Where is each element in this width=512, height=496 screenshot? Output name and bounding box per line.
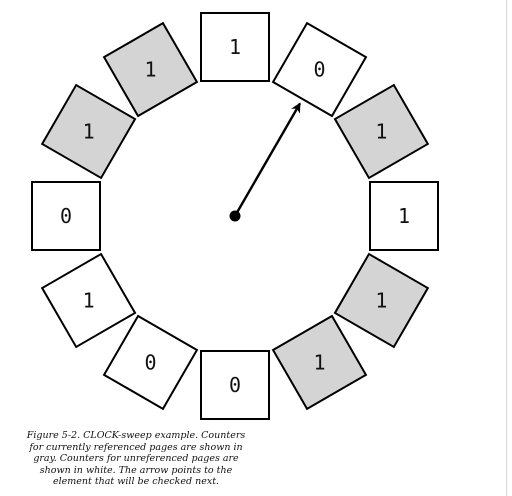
clock-element-0: 1: [200, 12, 270, 82]
unreferenced-page-box: [200, 350, 270, 420]
usage-counter-label: 1: [398, 204, 410, 228]
unreferenced-page-box: [102, 314, 199, 411]
unreferenced-page-box: [40, 252, 137, 349]
clock-hand-arrow: [233, 102, 302, 217]
clock-element-9: 0: [31, 181, 101, 251]
referenced-page-box: [271, 314, 368, 411]
clock-element-3: 1: [369, 181, 439, 251]
clock-element-4: 1: [333, 252, 430, 349]
usage-counter-label: 1: [375, 120, 387, 144]
clock-elements: 1 0 1 1 1 1 0 0 1 0 1 1: [31, 12, 439, 420]
figure-caption: Figure 5-2. CLOCK-sweep example. Counter…: [26, 430, 246, 487]
unreferenced-page-box: [31, 181, 101, 251]
clock-element-1: 0: [271, 21, 368, 118]
unreferenced-page-box: [271, 21, 368, 118]
clock-element-8: 1: [40, 252, 137, 349]
usage-counter-label: 1: [229, 35, 241, 59]
page-edge-divider: [506, 0, 507, 496]
clock-element-10: 1: [40, 83, 137, 180]
clock-element-5: 1: [271, 314, 368, 411]
usage-counter-label: 0: [313, 58, 325, 82]
usage-counter-label: 1: [144, 58, 156, 82]
usage-counter-label: 1: [83, 289, 95, 313]
clock-element-7: 0: [102, 314, 199, 411]
usage-counter-label: 1: [83, 120, 95, 144]
usage-counter-label: 1: [313, 350, 325, 374]
clock-sweep-diagram: 1 0 1 1 1 1 0 0 1 0 1 1: [31, 12, 439, 420]
unreferenced-page-box: [369, 181, 439, 251]
referenced-page-box: [333, 252, 430, 349]
clock-element-2: 1: [333, 83, 430, 180]
usage-counter-label: 0: [60, 204, 72, 228]
usage-counter-label: 1: [375, 289, 387, 313]
unreferenced-page-box: [200, 12, 270, 82]
usage-counter-label: 0: [144, 350, 156, 374]
clock-element-11: 1: [102, 21, 199, 118]
clock-element-6: 0: [200, 350, 270, 420]
referenced-page-box: [102, 21, 199, 118]
referenced-page-box: [333, 83, 430, 180]
usage-counter-label: 0: [229, 373, 241, 397]
clock-hand-pivot: [229, 210, 241, 222]
referenced-page-box: [40, 83, 137, 180]
